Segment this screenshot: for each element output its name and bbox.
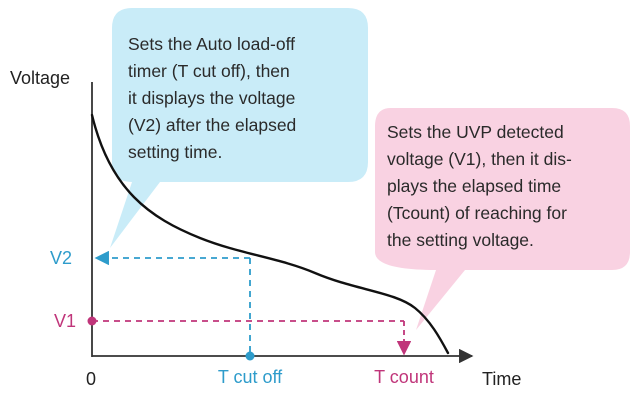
- uvp-callout-bubble: [375, 108, 630, 330]
- x-axis-label: Time: [482, 369, 521, 389]
- callout-line: plays the elapsed time: [387, 176, 561, 196]
- callout-line: (Tcount) of reaching for: [387, 203, 567, 223]
- y-axis-label: Voltage: [10, 68, 70, 88]
- callout-line: Sets the Auto load-off: [128, 34, 295, 54]
- v2-label: V2: [50, 248, 72, 268]
- auto-load-off-callout-text: Sets the Auto load-off timer (T cut off)…: [128, 34, 296, 162]
- callout-line: voltage (V1), then it dis-: [387, 149, 572, 169]
- origin-label: 0: [86, 369, 96, 389]
- callout-line: (V2) after the elapsed: [128, 115, 296, 135]
- auto-load-off-callout-bubble: [110, 8, 368, 248]
- callout-line: timer (T cut off), then: [128, 61, 290, 81]
- t-cut-off-label: T cut off: [218, 367, 283, 387]
- callout-line: the setting voltage.: [387, 230, 534, 250]
- t-count-label: T count: [374, 367, 434, 387]
- callout-line: Sets the UVP detected: [387, 122, 564, 142]
- discharge-curve: [90, 113, 450, 355]
- uvp-callout-text: Sets the UVP detected voltage (V1), then…: [387, 122, 572, 250]
- v1-dot: [87, 316, 97, 326]
- callout-line: setting time.: [128, 142, 222, 162]
- callout-line: it displays the voltage: [128, 88, 295, 108]
- v1-label: V1: [54, 311, 76, 331]
- t-cut-off-dot: [245, 351, 255, 361]
